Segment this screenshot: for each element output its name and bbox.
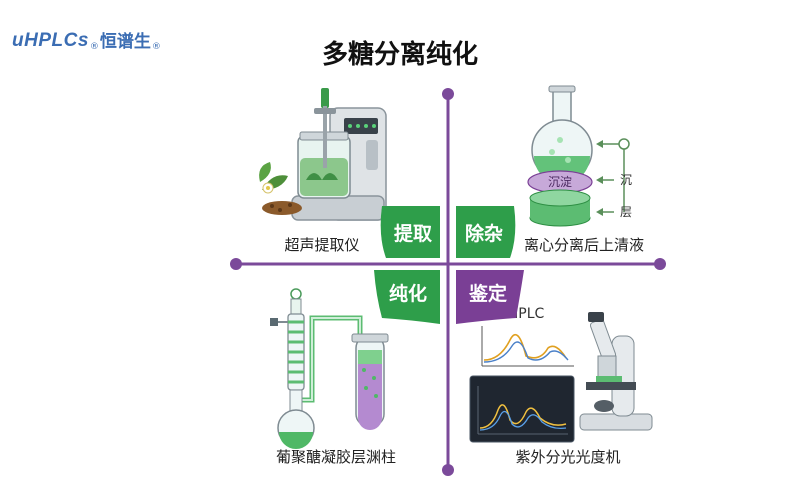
logo-registered-mark: ® — [89, 42, 99, 52]
axis-dot-bottom — [442, 464, 454, 476]
precipitate-label: 沉淀 — [548, 175, 572, 189]
step-purify-badge — [374, 270, 440, 324]
hplc-chart-illustration — [481, 326, 574, 367]
step-extract-badge — [380, 206, 440, 258]
step-remove-badge — [456, 206, 516, 258]
logo-chinese-name: 恒谱生 — [99, 32, 151, 52]
page-title: 多糖分离纯化 — [321, 40, 478, 70]
logo-registered-mark-2: ® — [151, 42, 161, 52]
gel-column-illustration — [270, 288, 389, 449]
step-identify-badge — [456, 270, 524, 324]
logo-brand: uHPLCs — [12, 30, 89, 51]
quadrant-axes — [230, 88, 666, 476]
caption-bottom-left: 葡聚醣凝胶层渊柱 — [276, 448, 396, 466]
spectrometer-screen-illustration — [469, 375, 575, 443]
ultrasonic-extractor-illustration — [259, 88, 387, 221]
flask-centrifuge-illustration — [527, 85, 630, 227]
side-label-2: 层 — [620, 205, 632, 219]
axis-dot-left — [230, 258, 242, 270]
brand-logo: uHPLCs ® 恒谱生 ® — [12, 30, 162, 52]
step-purify-label: 纯化 — [389, 282, 427, 305]
caption-top-left: 超声提取仪 — [284, 236, 359, 254]
step-extract-label: 提取 — [394, 222, 432, 245]
axis-dot-top — [442, 88, 454, 100]
axis-dot-right — [654, 258, 666, 270]
step-identify-label: 鉴定 — [468, 282, 507, 305]
step-remove-label: 除杂 — [465, 222, 503, 245]
caption-top-right: 离心分离后上清液 — [524, 236, 644, 254]
side-label-1: 沉 — [620, 173, 632, 187]
microscope-illustration — [579, 312, 653, 431]
caption-bottom-right: 紫外分光光度机 — [515, 448, 620, 466]
